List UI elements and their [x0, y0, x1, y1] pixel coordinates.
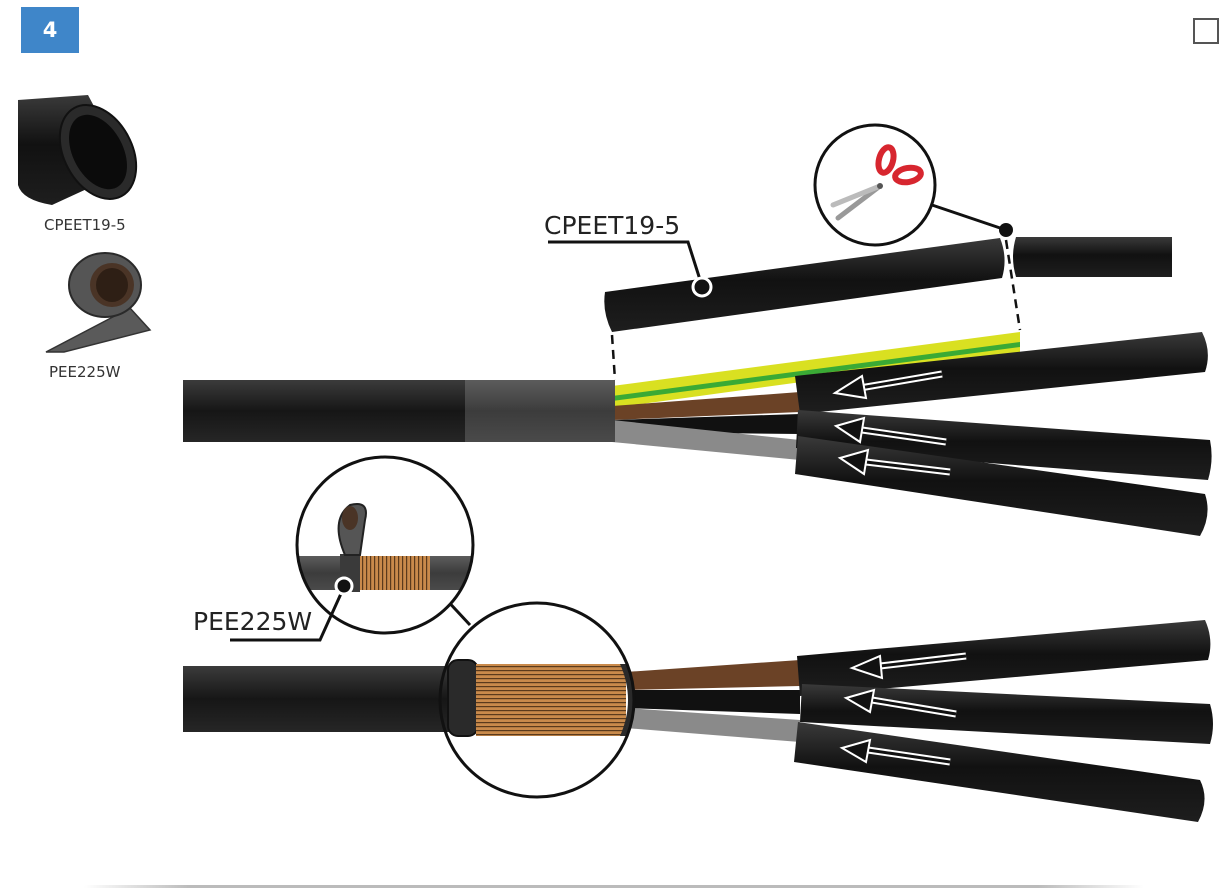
heat-shrink-tube-icon	[18, 95, 138, 205]
tape-roll-icon	[45, 252, 152, 353]
screen-termination-detail	[438, 601, 636, 799]
tape-callout-leader	[230, 576, 354, 642]
lower-cable-assembly	[183, 620, 1213, 822]
callout-label-tape: PEE225W	[193, 607, 313, 636]
step-complete-checkbox[interactable]	[1193, 18, 1219, 44]
upper-cable-assembly	[183, 332, 1212, 536]
tube-callout-leader	[548, 240, 713, 298]
scissors-detail	[813, 123, 1013, 247]
scissors-icon	[830, 144, 924, 221]
cpeet-tube-piece	[604, 237, 1172, 381]
callout-label-tube: CPEET19-5	[544, 211, 681, 240]
step-number-badge: 4	[21, 7, 79, 53]
page-divider	[84, 885, 1144, 888]
part-label-cpeet: CPEET19-5	[44, 216, 126, 234]
part-label-pee: PEE225W	[49, 363, 121, 381]
